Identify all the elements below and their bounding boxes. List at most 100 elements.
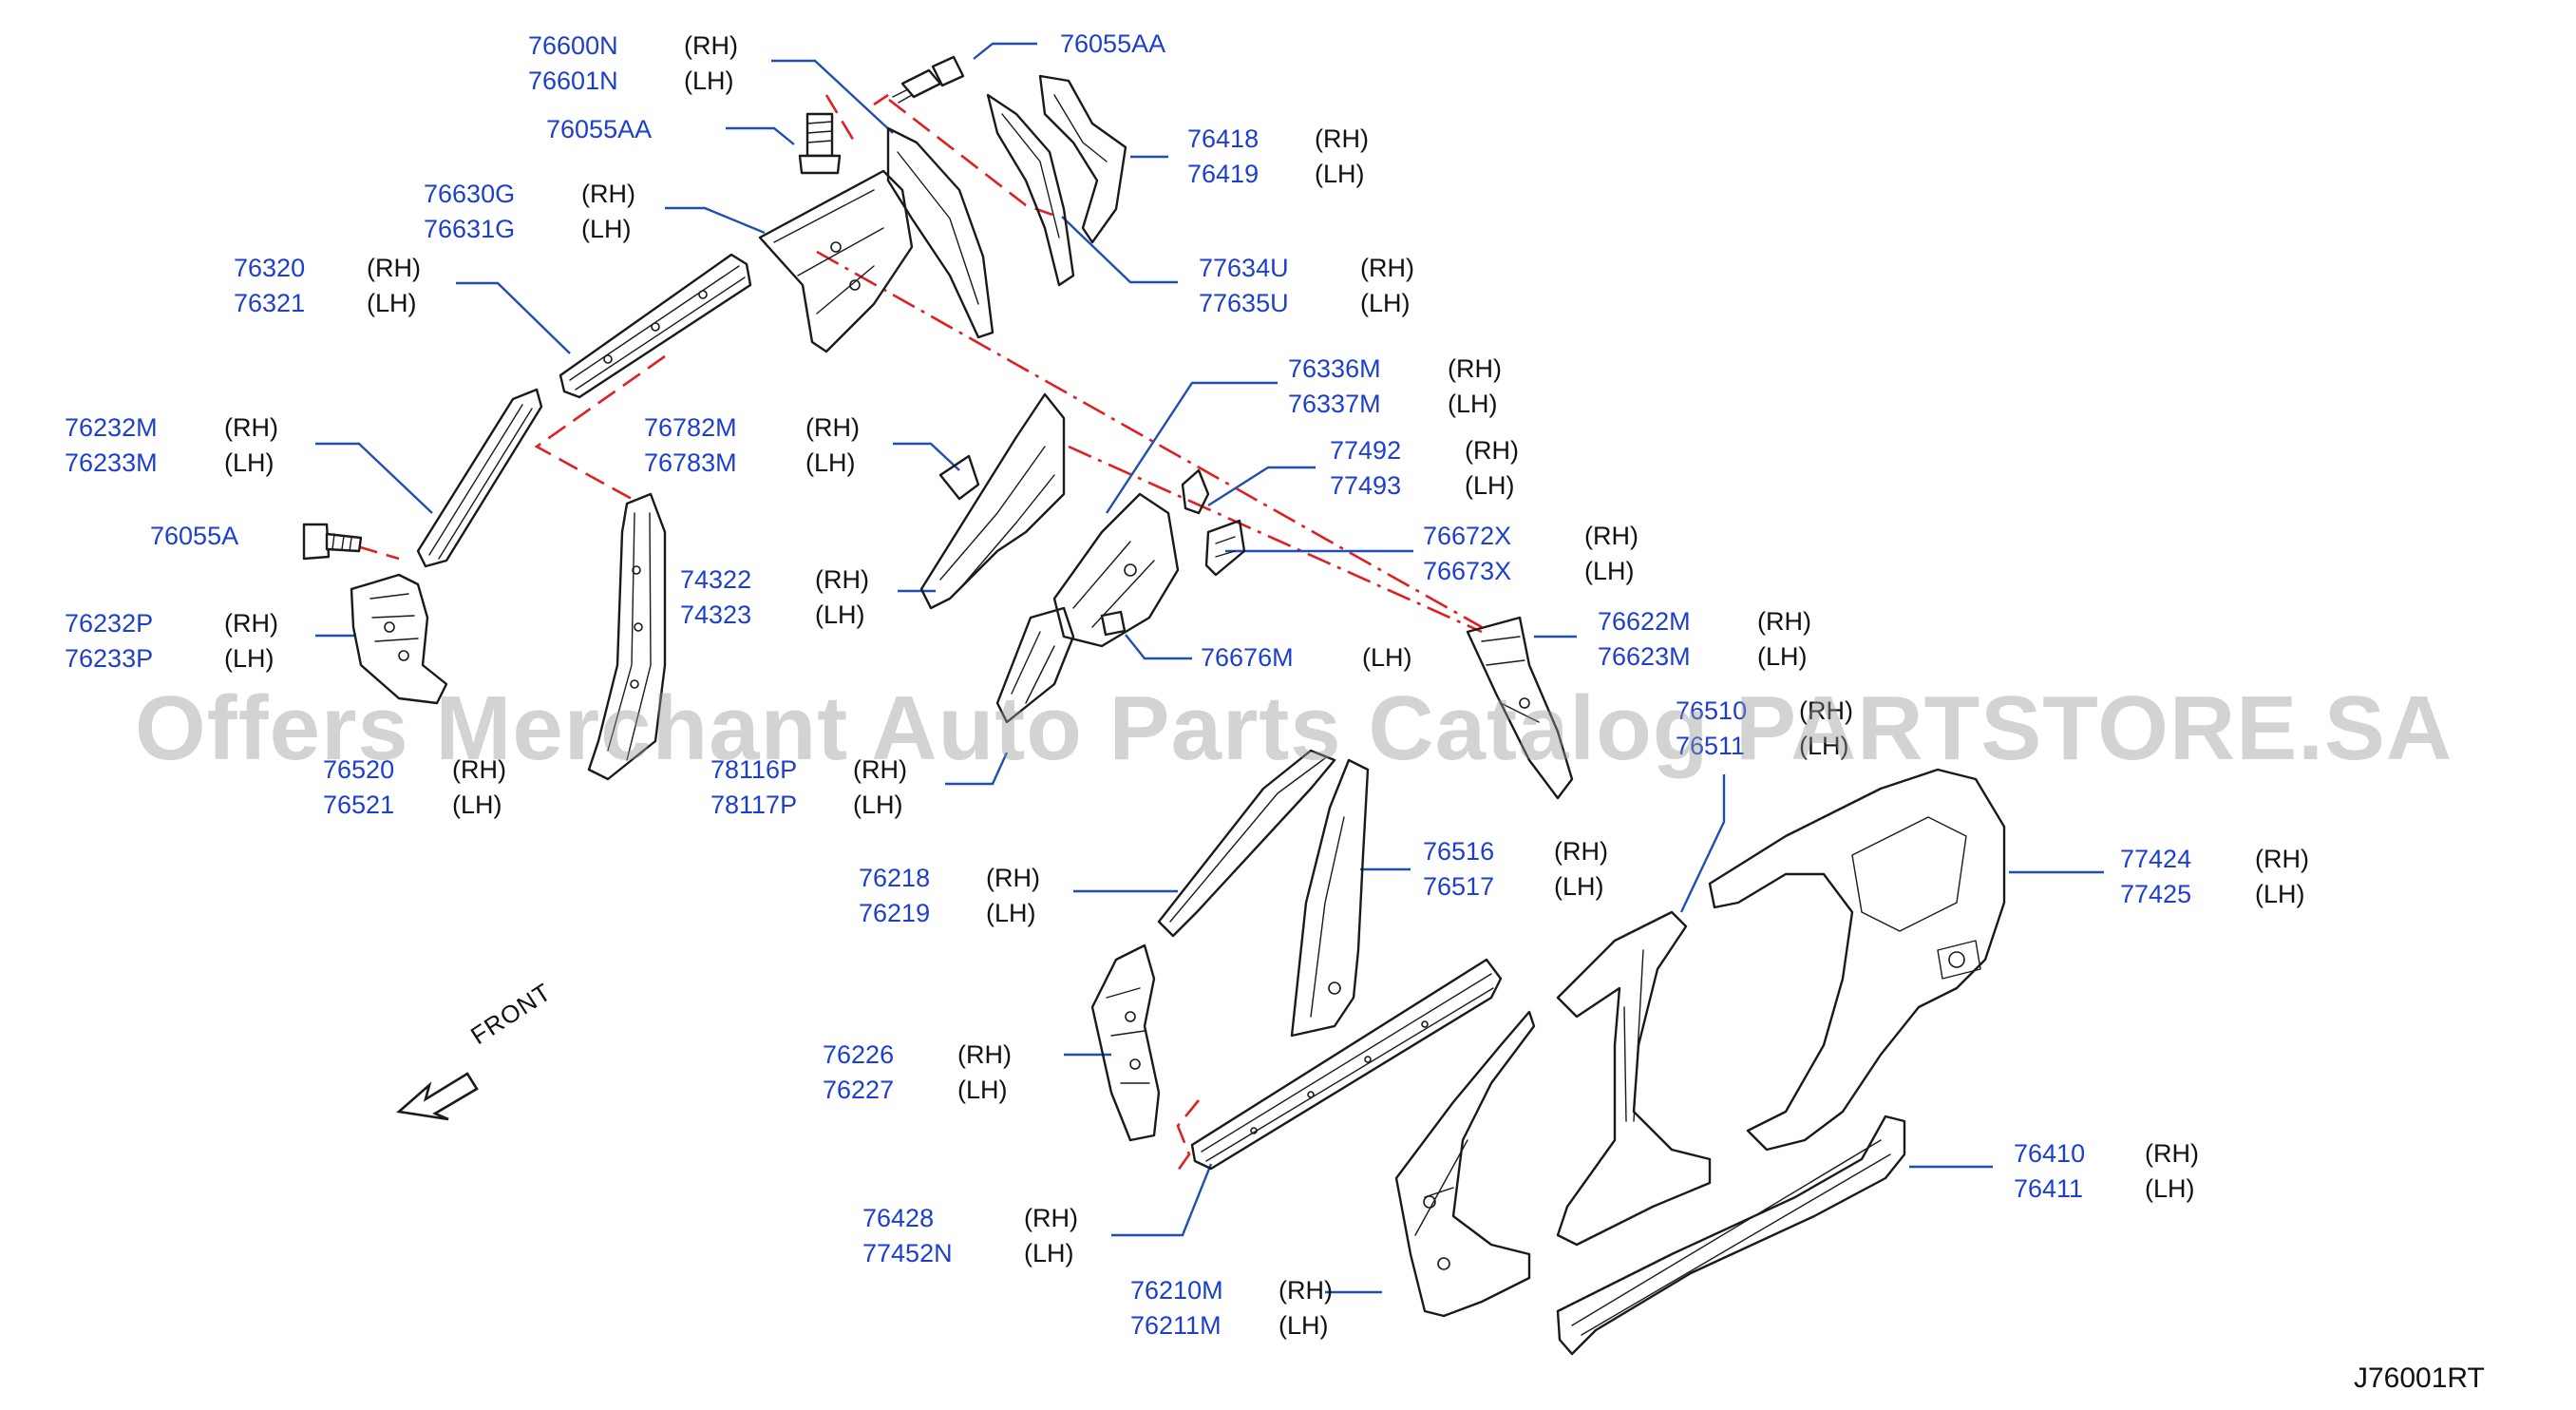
callout-76055A[interactable]: 76055A (150, 519, 238, 554)
part-number: 76510 (1676, 696, 1748, 725)
callout-77424[interactable]: 77424(RH) 77425(LH) (2120, 842, 2309, 912)
callout-76055AA-top[interactable]: 76055AA (1060, 27, 1165, 62)
b-pillar-outer-76510 (1556, 910, 1712, 1247)
part-number: 76232P (65, 609, 154, 638)
part-number: 76411 (2014, 1174, 2084, 1203)
part-number: 76227 (823, 1076, 895, 1104)
sill-outer-76410 (1556, 1115, 1906, 1356)
hinge-pillar-76232P (350, 573, 448, 705)
part-number: 76337M (1288, 390, 1381, 418)
callout-76226[interactable]: 76226(RH) 76227(LH) (823, 1038, 1012, 1108)
extension-78116P (995, 606, 1075, 724)
callout-78116P[interactable]: 78116P (RH) 78117P (LH) (710, 753, 907, 823)
guide-line (356, 544, 400, 561)
side-label: (LH) (367, 289, 417, 317)
callout-76336M[interactable]: 76336M (RH) 76337M (LH) (1288, 352, 1502, 422)
side-label: (RH) (684, 31, 738, 60)
guide-line (824, 94, 857, 143)
leader-line (456, 281, 571, 354)
side-label: (LH) (1799, 732, 1849, 760)
side-label: (RH) (1584, 522, 1638, 550)
part-number: 77492 (1330, 436, 1402, 465)
side-label: (LH) (1584, 557, 1635, 585)
part-number: 78116P (710, 755, 798, 784)
part-number: 76419 (1187, 160, 1260, 188)
callout-77492[interactable]: 77492(RH) 77493(LH) (1330, 433, 1519, 504)
bolt-76055A (302, 523, 363, 561)
part-number: 77634U (1199, 254, 1289, 282)
part-number: 76600N (528, 31, 618, 60)
side-label: (RH) (1448, 354, 1502, 383)
callout-76600N[interactable]: 76600N(RH) 76601N(LH) (528, 29, 738, 99)
side-label: (RH) (815, 565, 869, 594)
callout-77634U[interactable]: 77634U(RH) 77635U(LH) (1199, 251, 1414, 321)
hinge-pillar-76226 (1090, 943, 1161, 1142)
callout-76520[interactable]: 76520(RH) 76521(LH) (323, 753, 506, 823)
callout-76676M[interactable]: 76676M(LH) (1201, 640, 1412, 676)
guide-line (1176, 1099, 1201, 1172)
part-number: 74323 (680, 600, 752, 629)
part-number: 76210M (1130, 1276, 1223, 1305)
side-label: (RH) (224, 413, 278, 442)
side-label: (LH) (815, 600, 865, 629)
part-number: 74322 (680, 565, 752, 594)
guide-line (873, 93, 889, 106)
roof-rail-76320 (559, 253, 752, 399)
side-label: (RH) (2255, 845, 2309, 873)
side-label: (RH) (853, 755, 907, 784)
side-label: (RH) (367, 254, 421, 282)
part-number: 76233M (65, 448, 158, 477)
callout-76418[interactable]: 76418(RH) 76419(LH) (1187, 122, 1369, 192)
callout-76232P[interactable]: 76232P(RH) 76233P(LH) (65, 606, 278, 676)
callout-76320[interactable]: 76320(RH) 76321(LH) (234, 251, 421, 321)
part-number: 76055A (150, 522, 239, 550)
panel-76672X (1204, 519, 1246, 577)
rear-panel-76418 (986, 93, 1075, 287)
callout-76672X[interactable]: 76672X(RH) 76673X(LH) (1423, 519, 1638, 589)
callout-76055AA-mid[interactable]: 76055AA (546, 112, 652, 147)
side-label: (LH) (1757, 642, 1808, 671)
front-pillar-outer-76210M (1394, 1010, 1536, 1318)
side-label: (RH) (1554, 837, 1608, 866)
side-label: (LH) (2145, 1174, 2195, 1203)
rear-bracket-77634U (1038, 74, 1127, 244)
body-side-outer-77424 (1708, 768, 2006, 1152)
side-label: (RH) (224, 609, 278, 638)
side-label: (RH) (1024, 1204, 1078, 1232)
side-label: (LH) (1448, 390, 1498, 418)
side-label: (RH) (1465, 436, 1519, 465)
part-number: 76673X (1423, 557, 1512, 585)
wheel-house-arch-74322 (919, 392, 1066, 610)
callout-76782M[interactable]: 76782M(RH) 76783M(LH) (644, 410, 860, 481)
callout-76510[interactable]: 76510(RH) 76511(LH) (1676, 694, 1853, 764)
side-label: (LH) (853, 791, 903, 819)
side-label: (RH) (1279, 1276, 1333, 1305)
bolt-76055AA-mid (798, 112, 842, 175)
side-label: (LH) (1315, 160, 1365, 188)
part-number: 76418 (1187, 124, 1260, 153)
side-label: (LH) (957, 1076, 1008, 1104)
callout-76622M[interactable]: 76622M(RH) 76623M(LH) (1598, 604, 1811, 675)
side-label: (RH) (1799, 696, 1853, 725)
callout-76210M[interactable]: 76210M(RH) 76211M(LH) (1130, 1273, 1333, 1343)
callout-76516[interactable]: 76516(RH) 76517(LH) (1423, 834, 1608, 905)
callout-76410[interactable]: 76410(RH) 76411(LH) (2014, 1136, 2199, 1207)
callout-76630G[interactable]: 76630G(RH) 76631G(LH) (424, 177, 635, 247)
part-number: 76233P (65, 644, 154, 673)
leader-line (315, 442, 433, 514)
side-label: (LH) (1554, 872, 1604, 901)
assembly-guide-lines (356, 93, 1483, 1172)
bolt-76055AA-top (892, 55, 965, 104)
part-number: 76520 (323, 755, 395, 784)
callout-76218[interactable]: 76218(RH) 76219(LH) (859, 861, 1040, 931)
side-label: (LH) (224, 448, 275, 477)
part-number: 76336M (1288, 354, 1381, 383)
side-label: (RH) (452, 755, 506, 784)
rear-pillar-76630G (758, 169, 914, 353)
callout-76232M[interactable]: 76232M(RH) 76233M(LH) (65, 410, 278, 481)
side-label: (LH) (986, 899, 1036, 927)
callout-74322[interactable]: 74322 (RH) 74323 (LH) (680, 562, 869, 633)
part-number: 78117P (710, 791, 798, 819)
callout-76428[interactable]: 76428(RH) 77452N(LH) (862, 1201, 1078, 1271)
